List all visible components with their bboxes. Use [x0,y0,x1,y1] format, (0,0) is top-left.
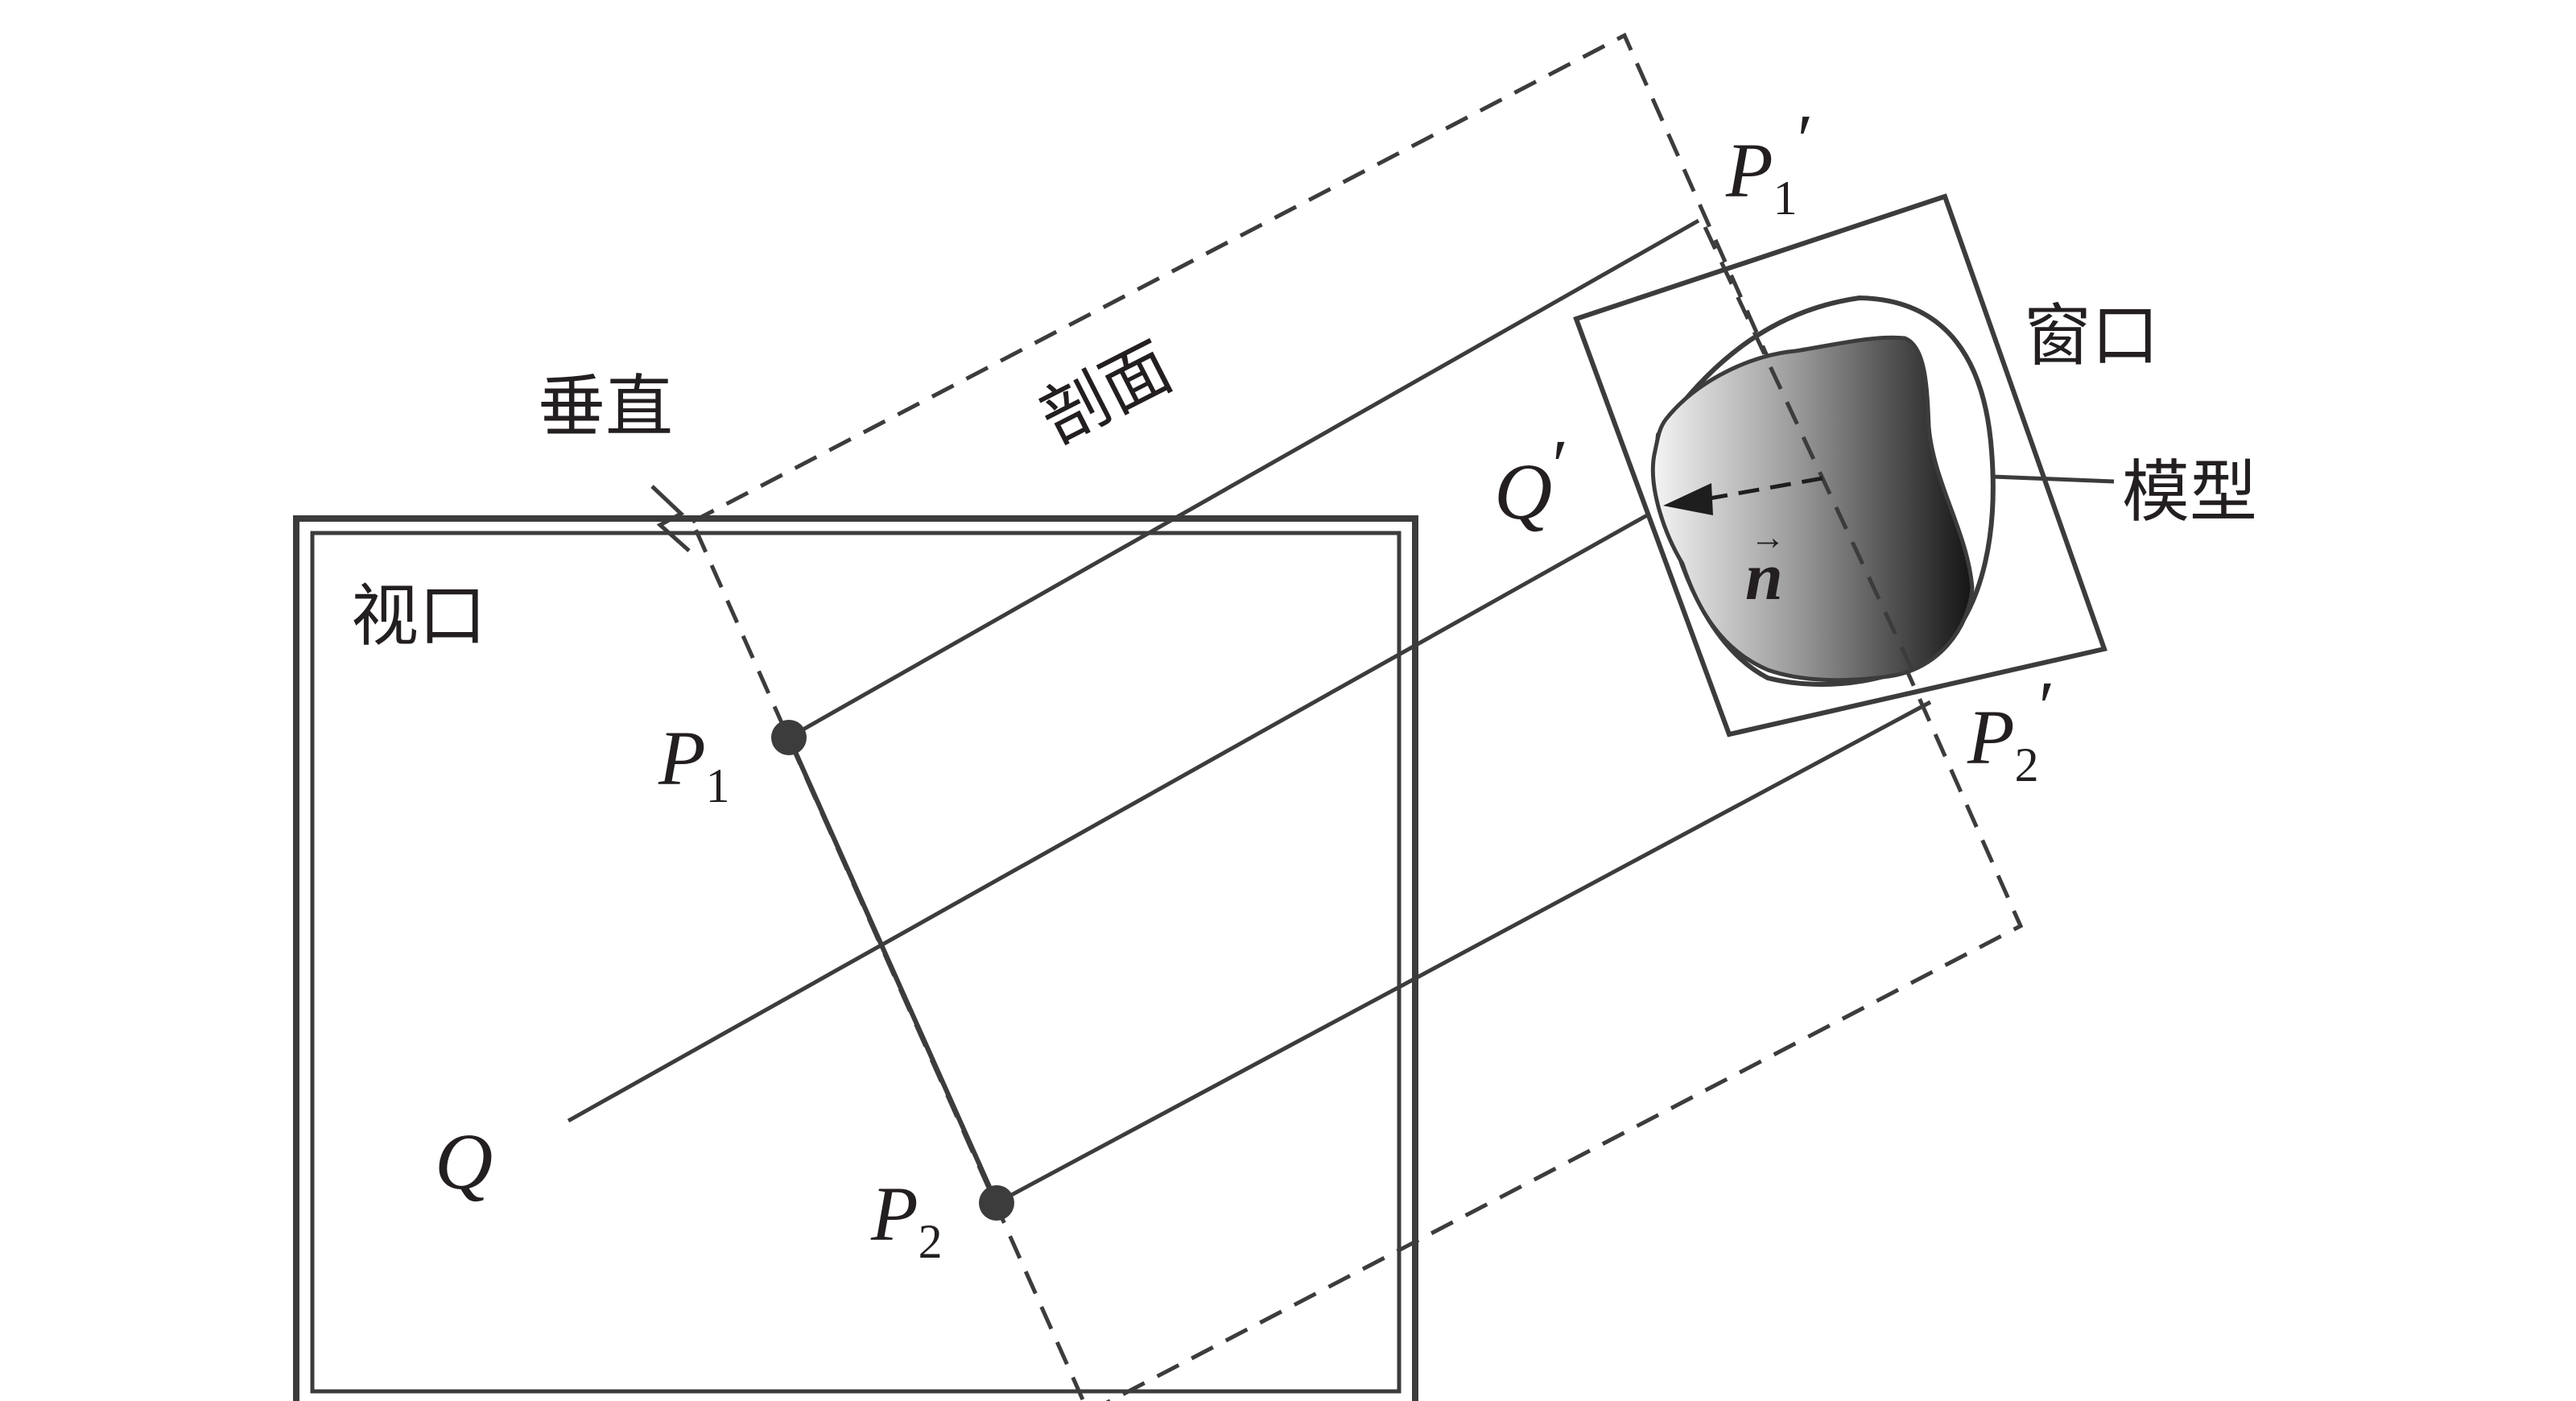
label-q: Q [435,1117,493,1206]
label-vertical: 垂直 [538,367,673,446]
model-leader-line [1992,474,2115,484]
point-p2 [979,1185,1014,1221]
viewport-frame [293,515,1418,1401]
p2-projection-line [995,700,1932,1205]
point-p1 [771,720,807,755]
window-axis-dashed [1703,225,1920,683]
label-p1: P1 [658,715,730,812]
label-window: 窗口 [2024,296,2159,375]
normal-vector-arrowhead [1663,483,1713,515]
label-model: 模型 [2122,453,2257,531]
label-n-arrow: → [1750,518,1785,557]
label-p1-prime: P1′ [1725,101,1813,225]
perpendicular-marker [650,485,691,552]
label-p2-prime: P2′ [1967,667,2054,791]
label-p2: P2 [870,1171,943,1268]
normal-vector-dashed [1704,476,1823,502]
label-q-prime: Q′ [1494,426,1568,536]
p1-p2-segment [786,736,999,1205]
label-n-vector: n [1745,539,1783,614]
window-frame [1573,193,2107,738]
model-body [1650,335,1975,683]
label-section: 剖面 [1028,327,1184,459]
p1-projection-line [787,218,1700,740]
label-viewport: 视口 [351,577,486,655]
q-projection-line [567,513,1649,1123]
